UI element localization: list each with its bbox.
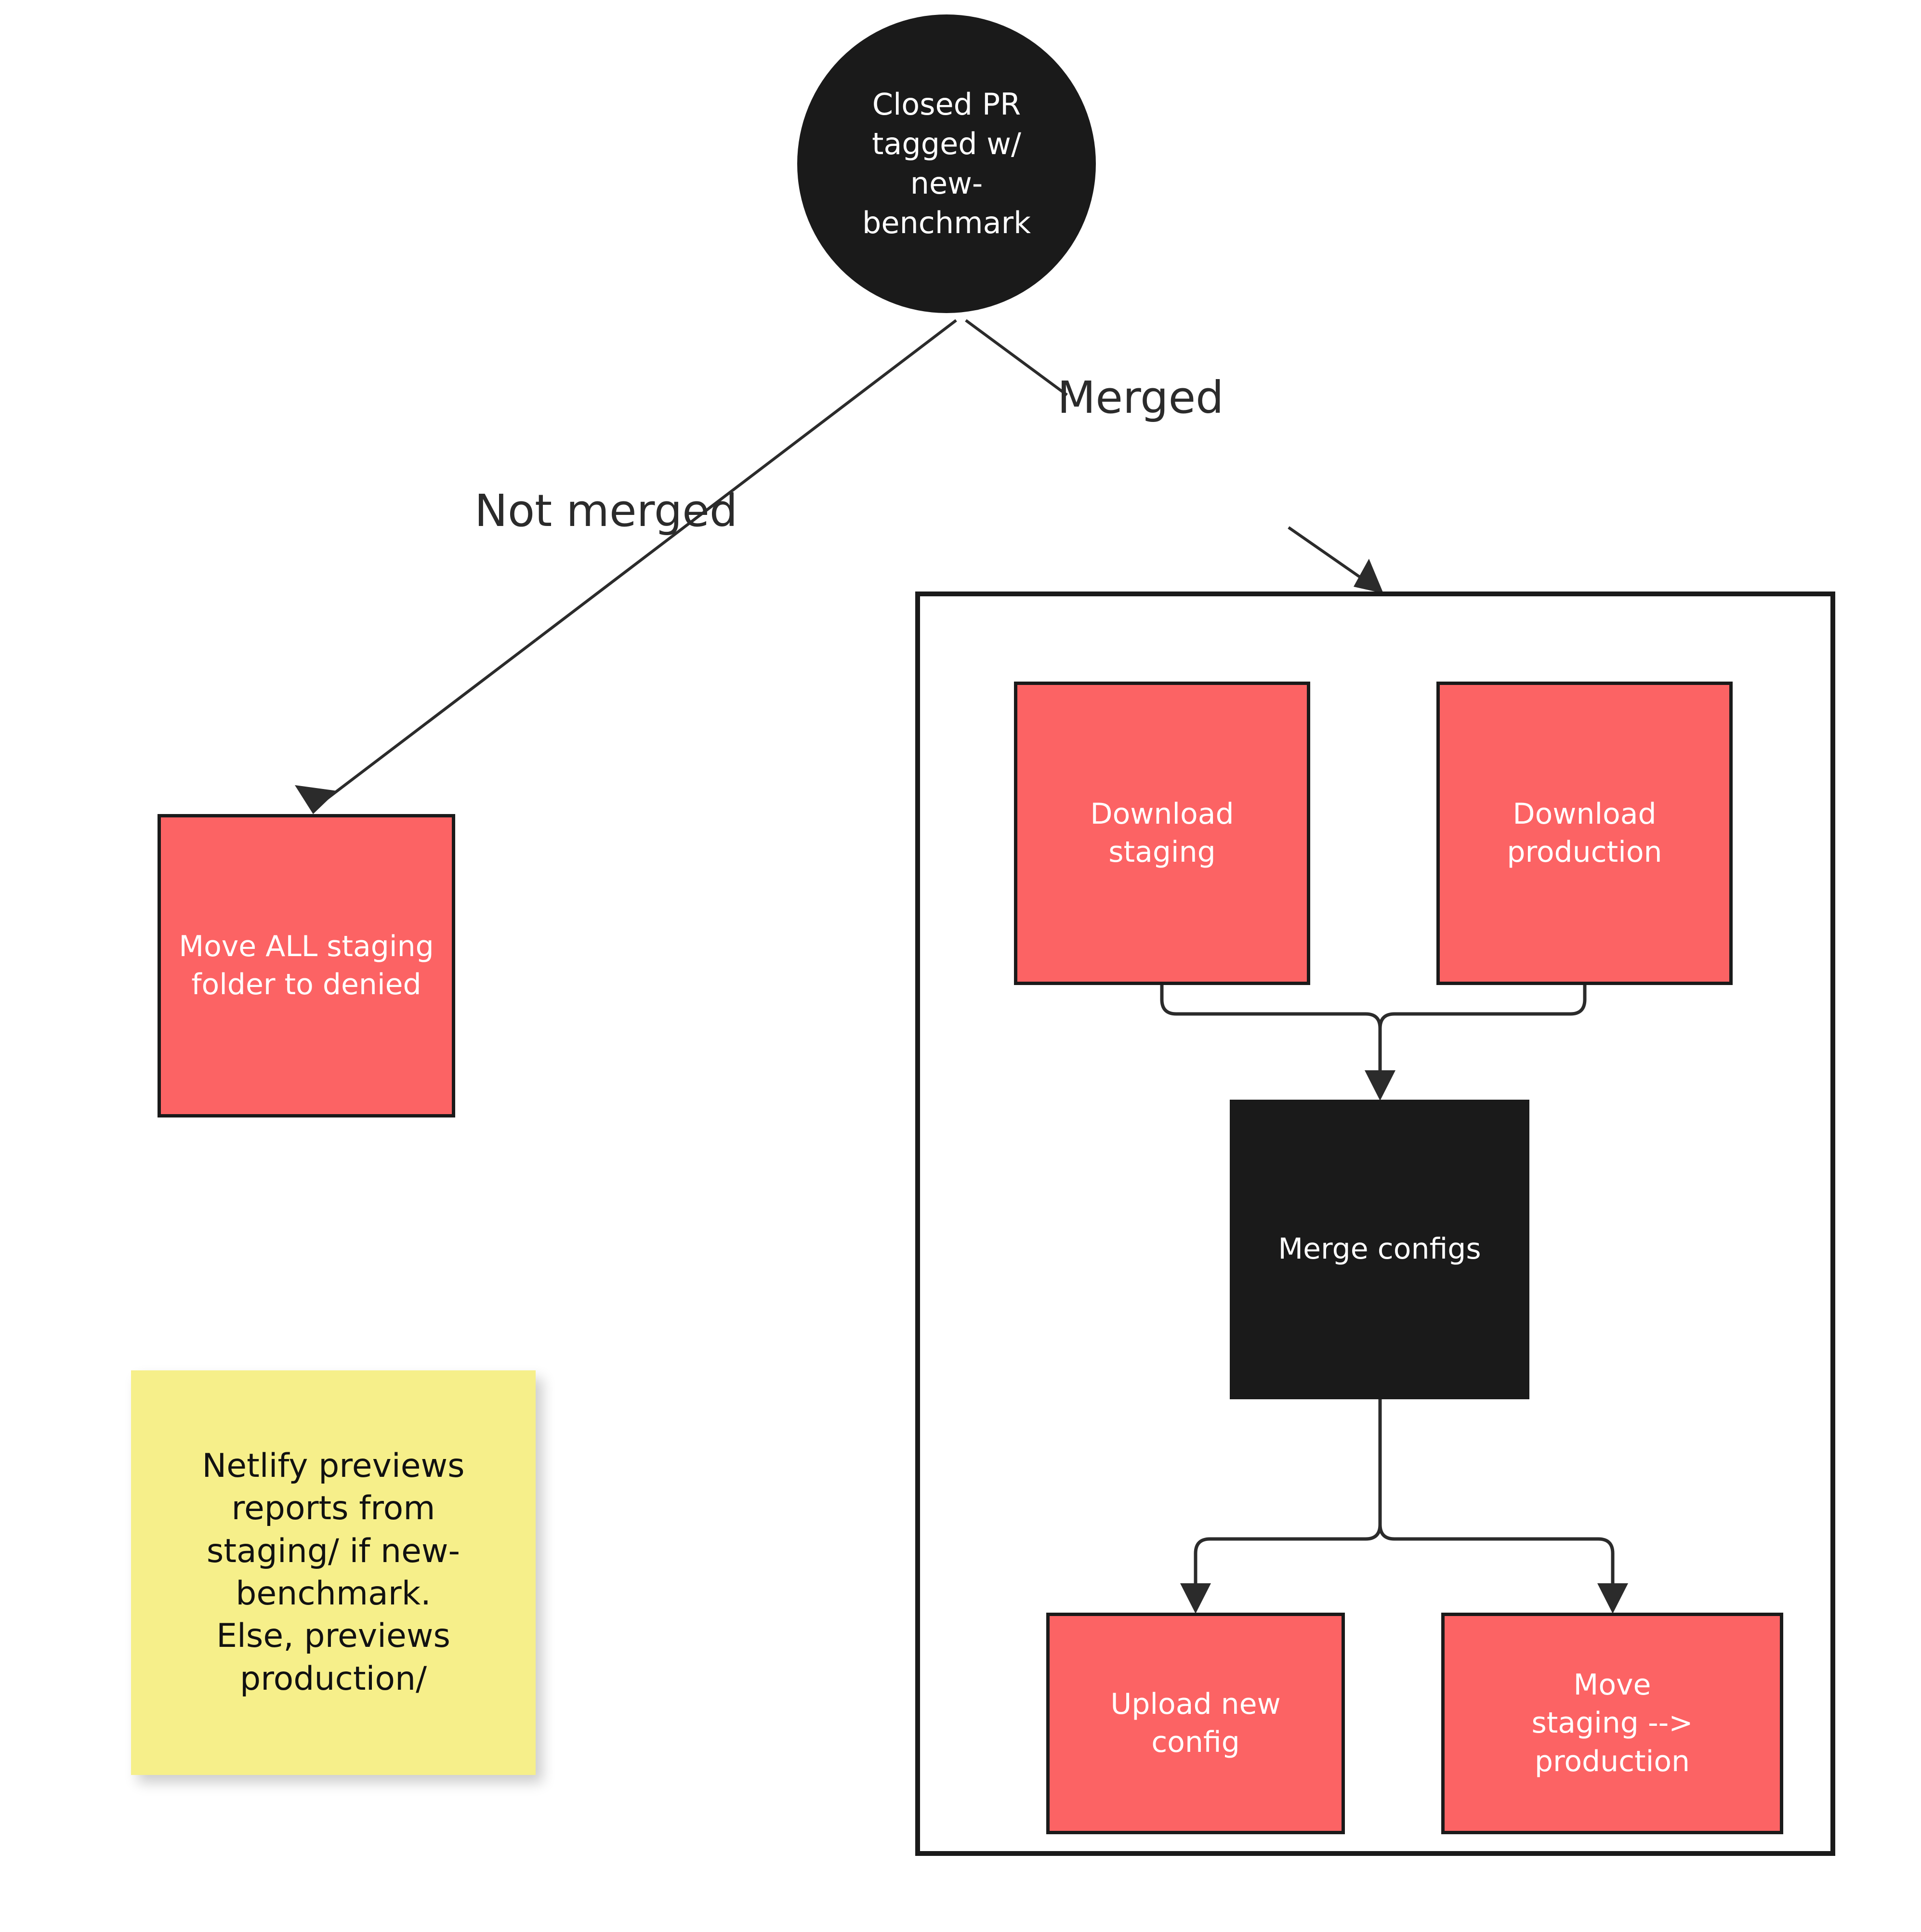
node-upload-new-config-label: Upload new config — [1110, 1687, 1281, 1759]
node-download-production[interactable]: Download production — [1436, 682, 1733, 985]
node-move-all-staging-to-denied[interactable]: Move ALL staging folder to denied — [158, 814, 455, 1117]
node-download-staging-label: Download staging — [1090, 797, 1234, 869]
sticky-note-netlify-previews[interactable]: Netlify previews reports from staging/ i… — [131, 1370, 536, 1775]
node-download-staging[interactable]: Download staging — [1014, 682, 1310, 985]
node-merge-configs-label: Merge configs — [1278, 1232, 1481, 1266]
edge-label-merged: Merged — [1057, 372, 1224, 423]
edge-not-merged — [295, 319, 957, 814]
start-node-label: Closed PR tagged w/ new- benchmark — [862, 87, 1031, 240]
node-move-all-staging-label: Move ALL staging folder to denied — [179, 929, 434, 1001]
edge-label-not-merged: Not merged — [474, 485, 738, 537]
node-upload-new-config[interactable]: Upload new config — [1046, 1613, 1345, 1834]
sticky-note-text: Netlify previews reports from staging/ i… — [202, 1446, 465, 1698]
edge-merged — [965, 319, 1383, 593]
node-merge-configs[interactable]: Merge configs — [1230, 1100, 1529, 1399]
merged-branch-container-frame — [915, 591, 1835, 1856]
node-move-staging-to-production-label: Move staging --> production — [1531, 1668, 1693, 1778]
node-move-staging-to-production[interactable]: Move staging --> production — [1441, 1613, 1783, 1834]
start-node-closed-pr[interactable]: Closed PR tagged w/ new- benchmark — [797, 14, 1096, 313]
node-download-production-label: Download production — [1507, 797, 1662, 869]
